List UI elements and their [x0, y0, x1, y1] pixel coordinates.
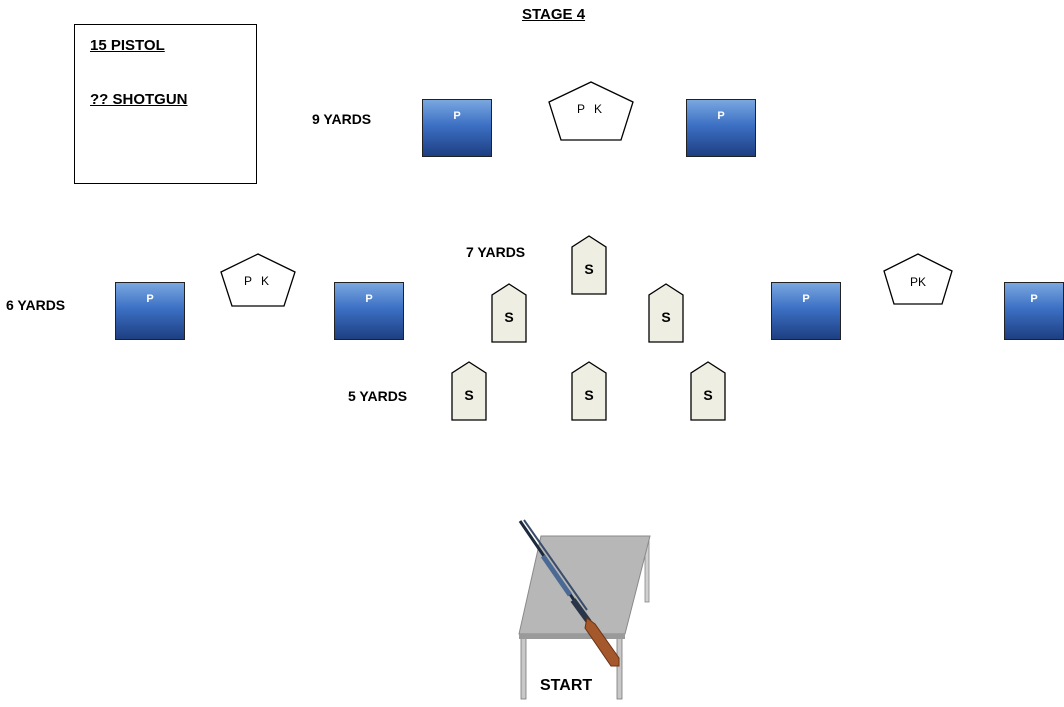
steel-target: S	[451, 361, 487, 421]
paper-target: P	[1004, 282, 1064, 340]
no-shoot-pentagon-target: PK	[880, 252, 956, 306]
steel-target-label: S	[504, 309, 514, 325]
steel-target-label: S	[661, 309, 671, 325]
distance-label-5-yards: 5 YARDS	[348, 388, 408, 404]
paper-target: P	[422, 99, 492, 157]
paper-target: P	[686, 99, 756, 157]
steel-target: S	[690, 361, 726, 421]
distance-label-9-yards: 9 YARDS	[312, 111, 372, 127]
no-shoot-label: PK	[909, 275, 926, 289]
no-shoot-label: P K	[243, 274, 273, 288]
stage-title: STAGE 4	[522, 6, 586, 23]
distance-label-6-yards: 6 YARDS	[6, 297, 66, 313]
distance-label-7-yards: 7 YARDS	[466, 244, 526, 260]
steel-target: S	[491, 283, 527, 343]
steel-target-label: S	[584, 261, 594, 277]
pistol-round-count: 15 PISTOL	[90, 37, 165, 54]
steel-target-label: S	[464, 387, 474, 403]
paper-target: P	[334, 282, 404, 340]
steel-target-label: S	[703, 387, 713, 403]
steel-target: S	[648, 283, 684, 343]
start-table	[515, 518, 655, 702]
no-shoot-pentagon-target: P K	[545, 80, 637, 142]
steel-target: S	[571, 361, 607, 421]
paper-target: P	[771, 282, 841, 340]
steel-target-label: S	[584, 387, 594, 403]
round-count-box: 15 PISTOL ?? SHOTGUN	[74, 24, 257, 184]
shotgun-icon	[518, 519, 620, 667]
paper-target: P	[115, 282, 185, 340]
steel-target: S	[571, 235, 607, 295]
start-label: START	[540, 677, 593, 694]
no-shoot-pentagon-target: P K	[217, 252, 299, 308]
shotgun-round-count: ?? SHOTGUN	[90, 91, 188, 108]
no-shoot-label: P K	[576, 102, 606, 116]
